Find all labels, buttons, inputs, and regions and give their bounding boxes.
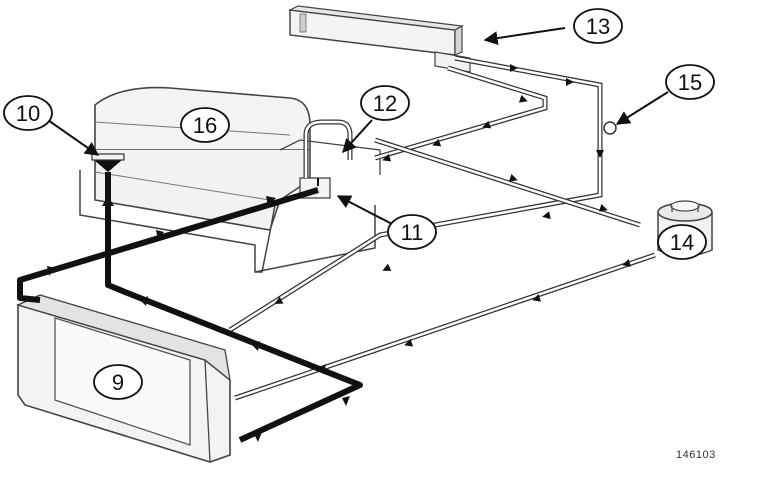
component-15-valve: [603, 121, 617, 135]
figure-id: 146103: [676, 449, 716, 461]
callout-16-label: 16: [193, 113, 217, 138]
callout-10: 10: [3, 95, 53, 131]
callout-13: 13: [573, 8, 623, 44]
callout-12: 12: [360, 85, 410, 121]
callout-14: 14: [657, 224, 707, 260]
callout-16: 16: [180, 107, 230, 143]
callout-14-label: 14: [670, 230, 694, 255]
callout-13-label: 13: [586, 14, 610, 39]
flow-arrows-light: [274, 64, 632, 347]
callout-11-label: 11: [401, 220, 424, 245]
callout-9: 9: [93, 364, 143, 400]
component-13-tank: [287, 5, 471, 73]
callout-leaders: [44, 27, 669, 225]
light-coolant-hoses: [228, 55, 656, 401]
flow-arrows-heavy: [47, 196, 350, 442]
callout-9-label: 9: [112, 370, 124, 395]
component-10-fitting: [91, 153, 125, 172]
component-12-bypass-loop: [303, 119, 353, 178]
callout-10-label: 10: [16, 101, 40, 126]
callout-15: 15: [665, 64, 715, 100]
callout-12-label: 12: [373, 91, 397, 116]
callout-15-label: 15: [678, 70, 702, 95]
callout-11: 11: [387, 214, 437, 250]
component-16-engine: [79, 86, 381, 273]
heavy-coolant-hoses: [17, 172, 363, 443]
